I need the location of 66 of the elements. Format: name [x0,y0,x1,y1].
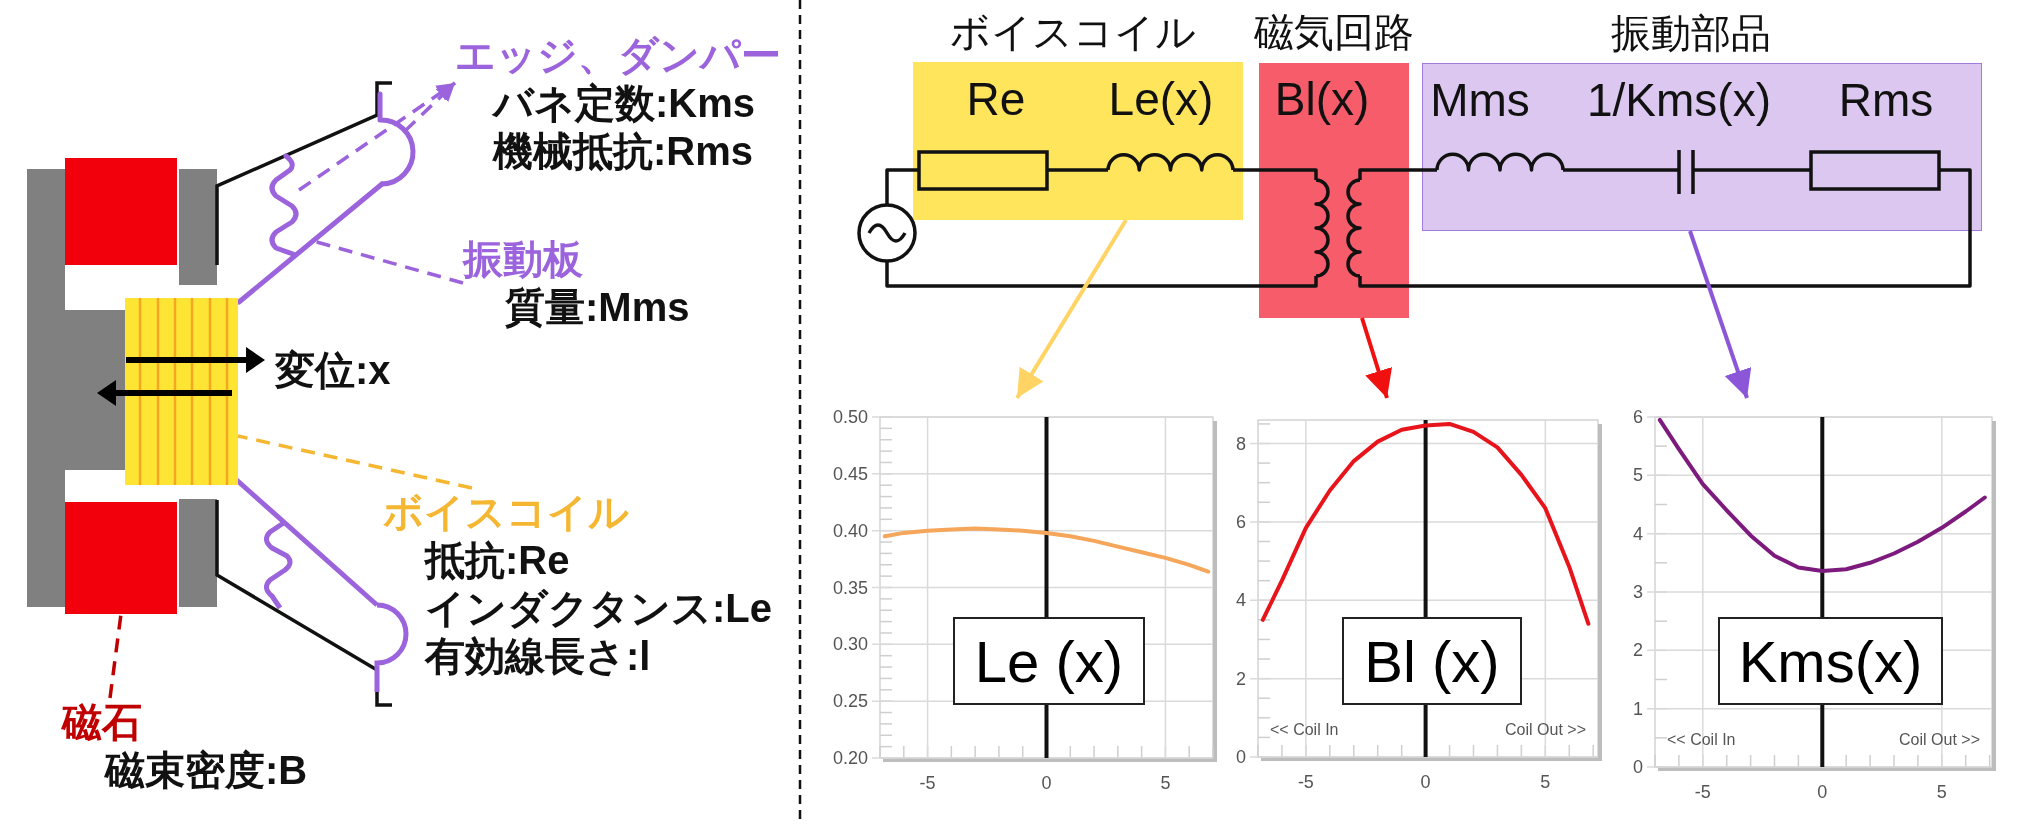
axis-tick-label: -5 [1694,782,1711,802]
chart-label-box: Kms(x) [1718,617,1943,705]
component-label: 1/Kms(x) [1587,74,1771,126]
annotation-text: Coil Out >> [1505,721,1586,738]
callout-heading: 磁石 [62,699,143,746]
axis-tick-label: 2 [1633,640,1643,661]
axis-tick-label: 4 [1633,523,1643,544]
axis-tick-label: 3 [1633,582,1643,602]
annotation-text: << Coil In [1667,731,1736,748]
chart-label-box: Bl (x) [1342,617,1522,705]
axis-tick-label: -5 [1297,772,1314,792]
axis-tick-label: 2 [1236,668,1246,689]
axis-tick-label: 8 [1236,433,1246,454]
callout-text: 有効線長さ:l [423,633,652,680]
component-label: Bl(x) [1274,73,1370,125]
leader-line [108,613,123,699]
axis-tick-label: 0.30 [832,634,868,655]
axis-tick-label: 0.45 [832,463,868,484]
callout-heading: ボイスコイル [383,489,630,536]
axis-tick-label: 6 [1633,407,1643,427]
leader-arrow [298,81,456,192]
annotation-text: Coil Out >> [1899,731,1980,748]
axis-tick-label: 5 [1633,465,1643,486]
axis-tick-label: 0 [1236,747,1246,767]
group-heading: 磁気回路 [1254,9,1414,56]
component-label: Mms [1430,74,1530,126]
arrow [1015,218,1128,400]
axis-tick-label: 5 [1160,773,1171,793]
callout-text: インダクタンス:Le [424,585,772,632]
callout-text: 抵抗:Re [423,537,571,584]
group-heading: 振動部品 [1611,10,1771,57]
arrow [1688,230,1752,399]
surround-edge [377,91,416,187]
leader-arrow [403,81,457,133]
component-label: Le(x) [1108,73,1214,125]
group-heading: ボイスコイル [950,9,1196,56]
displacement-label: 変位:x [275,347,391,394]
callout-heading: 振動板 [463,236,584,283]
callout-heading: エッジ、ダンパー [455,32,781,79]
axis-tick-label: -5 [919,773,936,793]
axis-tick-label: 5 [1936,782,1947,802]
axis-tick-label: 0.40 [832,520,868,541]
chart-label-box: Le (x) [953,617,1145,705]
axis-tick-label: 0.25 [832,691,868,712]
axis-tick-label: 0 [1817,782,1828,802]
callout-text: バネ定数:Kms [490,80,757,127]
axis-tick-label: 0 [1420,772,1431,792]
axis-tick-label: 5 [1540,772,1551,792]
axis-tick-label: 6 [1236,511,1246,532]
arrow [1360,317,1392,399]
component-label: Re [966,73,1026,125]
axis-tick-label: 4 [1236,590,1246,611]
axis-tick-label: 0.20 [832,748,868,768]
spider-damper [269,153,299,257]
callout-text: 機械抵抗:Rms [491,128,755,175]
leader-line [237,434,473,490]
annotation-text: << Coil In [1270,721,1339,738]
axis-tick-label: 0.50 [832,407,868,427]
component-label: Rms [1838,74,1934,126]
voice-coil [125,298,238,485]
callout-text: 質量:Mms [504,284,690,331]
axis-tick-label: 1 [1633,698,1643,719]
callout-text: 磁束密度:B [103,747,308,794]
axis-tick-label: 0 [1041,773,1052,793]
axis-tick-label: 0.35 [832,577,868,598]
axis-tick-label: 0 [1633,757,1643,777]
